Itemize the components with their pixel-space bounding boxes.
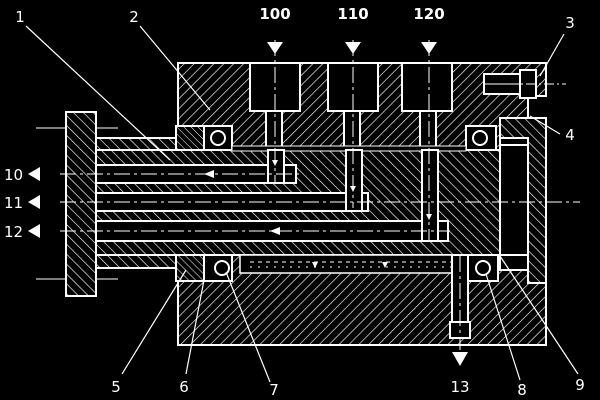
internal-flow-arrows [204, 160, 432, 268]
inlet-port-bores [249, 62, 453, 152]
seal-rings [231, 145, 467, 274]
outlet-label-11: 11 [4, 194, 23, 212]
drain-label-13: 13 [450, 378, 469, 396]
part-label-6: 6 [179, 378, 189, 396]
part-label-9: 9 [575, 376, 585, 394]
part-label-1: 1 [15, 8, 25, 26]
leader-lines [25, 25, 579, 383]
part-label-5: 5 [111, 378, 121, 396]
bolt [483, 69, 566, 99]
inlet-label-100: 100 [259, 5, 290, 23]
inlet-labels: 100 110 120 [259, 5, 444, 23]
part-label-7: 7 [269, 381, 279, 399]
inlet-label-110: 110 [337, 5, 368, 23]
outlet-arrows [28, 167, 40, 238]
bearings [203, 125, 499, 282]
part-label-8: 8 [517, 381, 527, 399]
inlet-arrows [267, 42, 437, 54]
outlet-label-12: 12 [4, 223, 23, 241]
drain-arrow [452, 352, 468, 366]
part-label-4: 4 [565, 126, 575, 144]
left-bearing-cover [175, 125, 205, 282]
outlet-label-10: 10 [4, 166, 23, 184]
center-lines [60, 40, 580, 350]
part-labels: 1 2 3 4 5 6 7 8 9 [15, 8, 585, 399]
inlet-label-120: 120 [413, 5, 444, 23]
outlet-labels: 10 11 12 [4, 166, 23, 241]
part-label-2: 2 [129, 8, 139, 26]
part-label-3: 3 [565, 14, 575, 32]
